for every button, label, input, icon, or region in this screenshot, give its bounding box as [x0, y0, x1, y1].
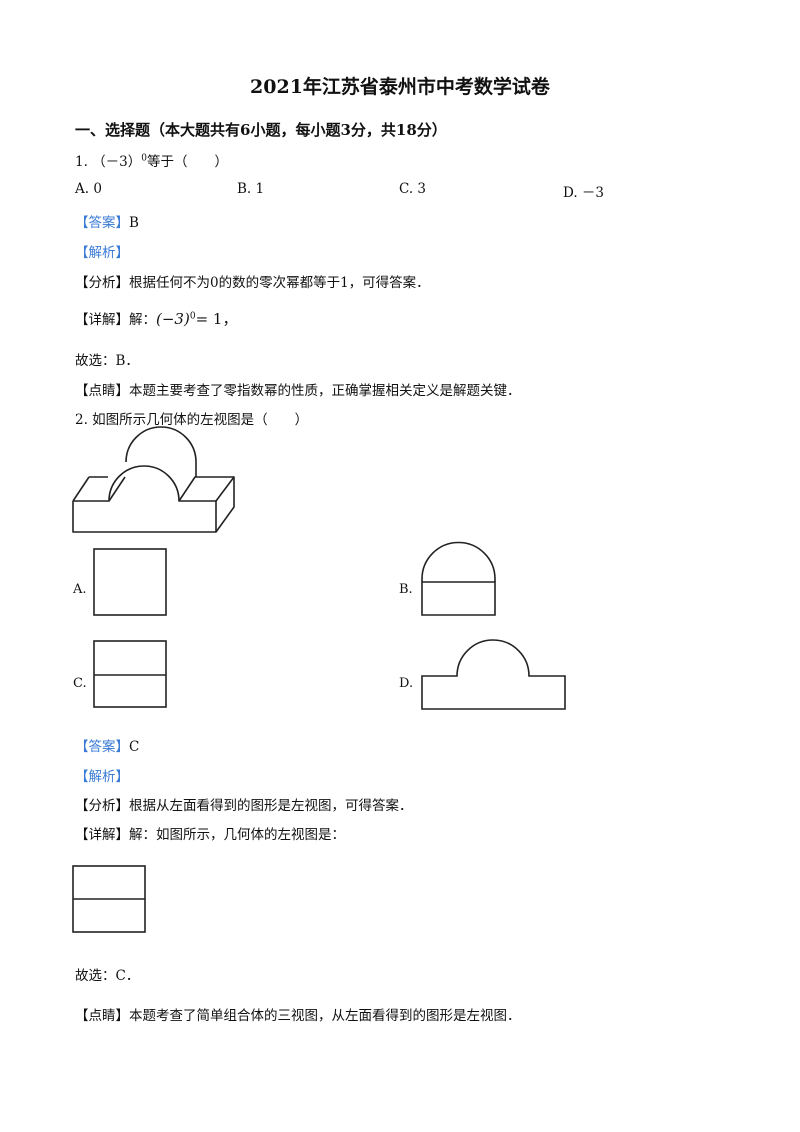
- q2-option-d-shape: [421, 639, 566, 710]
- q2-fenxi-tag: 【分析】: [75, 798, 129, 814]
- q2-detail-text: 解：如图所示，几何体的左视图是：: [129, 827, 345, 843]
- q1-analysis-tag: 【解析】: [75, 245, 129, 261]
- q2-option-a-square: [93, 548, 167, 616]
- q2-solid-right-face: [215, 476, 235, 533]
- q1-option-b: B. 1: [237, 181, 265, 197]
- q1-dianjing-text: 本题主要考查了零指数幂的性质，正确掌握相关定义是解题关键．: [129, 383, 521, 399]
- q1-option-d: D. －3: [563, 185, 605, 201]
- q1-stem: 1. （－3）0等于（ ）: [75, 150, 228, 171]
- q1-dianjing-tag: 【点睛】: [75, 383, 129, 399]
- q1-fenxi-text: 根据任何不为0的数的零次幂都等于1，可得答案．: [129, 275, 430, 291]
- q2-answer-value: C: [129, 739, 140, 755]
- q1-stem-prefix: 1. （－3）: [75, 154, 142, 170]
- q2-solid-edge-inner-left: [108, 476, 126, 502]
- q1-stem-suffix: 等于（ ）: [147, 154, 228, 170]
- q1-answer-value: B: [129, 215, 139, 231]
- q2-option-c-outer: [93, 640, 167, 708]
- q2-solid-front-top: [73, 465, 216, 502]
- q2-stem: 2. 如图所示几何体的左视图是（ ）: [75, 412, 309, 428]
- q1-detail-math: (−3): [156, 310, 190, 328]
- q1-dianjing: 【点睛】本题主要考查了零指数幂的性质，正确掌握相关定义是解题关键．: [75, 379, 521, 399]
- q1-detail: 【详解】解：(−3)0= 1，: [75, 308, 237, 329]
- q2-choose: 故选：C．: [75, 968, 140, 984]
- q2-detail: 【详解】解：如图所示，几何体的左视图是：: [75, 823, 345, 843]
- q2-solid-edge-left: [72, 476, 90, 502]
- q1-detail-rest: = 1，: [195, 310, 238, 328]
- q2-fenxi: 【分析】根据从左面看得到的图形是左视图，可得答案．: [75, 794, 413, 814]
- q1-answer-tag: 【答案】: [75, 215, 129, 231]
- q2-dianjing-tag: 【点睛】: [75, 1008, 129, 1024]
- q1-option-a: A. 0: [75, 181, 102, 197]
- q1-fenxi: 【分析】根据任何不为0的数的零次幂都等于1，可得答案．: [75, 271, 430, 291]
- q2-answer: 【答案】C: [75, 735, 139, 755]
- q1-fenxi-tag: 【分析】: [75, 275, 129, 291]
- q2-option-b-arch: [421, 541, 496, 582]
- q1-detail-sup: 0: [189, 311, 196, 322]
- q2-option-b-label: B.: [399, 582, 413, 597]
- page-title: 2021年江苏省泰州市中考数学试卷: [250, 76, 550, 98]
- q1-choose: 故选：B．: [75, 353, 139, 369]
- q1-detail-prefix: 解：: [129, 312, 156, 328]
- q1-answer: 【答案】B: [75, 211, 139, 231]
- q2-answer-tag: 【答案】: [75, 739, 129, 755]
- q2-option-c-label: C.: [73, 676, 87, 691]
- q2-dianjing-text: 本题考查了简单组合体的三视图，从左面看得到的图形是左视图．: [129, 1008, 521, 1024]
- q2-analysis-tag: 【解析】: [75, 769, 129, 785]
- q2-solid-front: [72, 501, 217, 533]
- q2-option-a-label: A.: [73, 582, 87, 597]
- q2-solid-back-dome: [125, 426, 197, 477]
- q1-stem-sup: 0: [141, 153, 147, 164]
- q2-dianjing: 【点睛】本题考查了简单组合体的三视图，从左面看得到的图形是左视图．: [75, 1004, 521, 1024]
- q2-option-b-rect: [421, 581, 496, 616]
- q2-fenxi-text: 根据从左面看得到的图形是左视图，可得答案．: [129, 798, 413, 814]
- q2-option-d-label: D.: [399, 676, 414, 691]
- q2-detail-tag: 【详解】: [75, 827, 129, 843]
- q1-option-c: C. 3: [399, 181, 427, 197]
- q2-solid-edge-inner-right: [178, 476, 234, 502]
- section-heading: 一、选择题（本大题共有6小题，每小题3分，共18分）: [75, 121, 447, 139]
- q1-detail-tag: 【详解】: [75, 312, 129, 328]
